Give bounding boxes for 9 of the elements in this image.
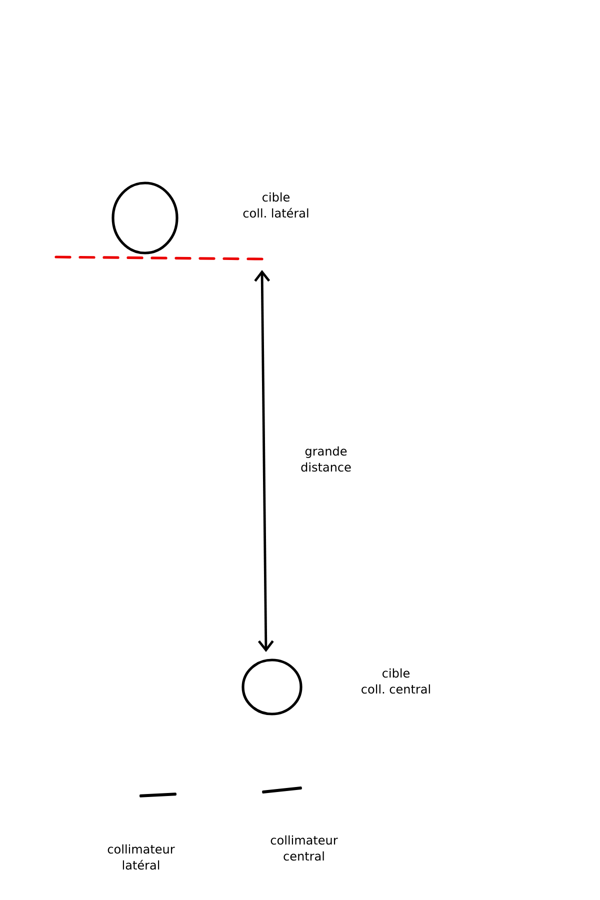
target-caption: cible coll. central [362, 668, 430, 694]
dimension-label: grande distance [301, 446, 351, 472]
collimator-mark [140, 792, 176, 798]
collimator-mark [262, 786, 302, 794]
target-circle [112, 182, 178, 254]
node-caption: collimateur latéral [108, 844, 175, 870]
target-circle [242, 658, 302, 716]
node-caption: collimateur central [270, 835, 338, 861]
target-caption: cible coll. latéral [243, 192, 308, 218]
